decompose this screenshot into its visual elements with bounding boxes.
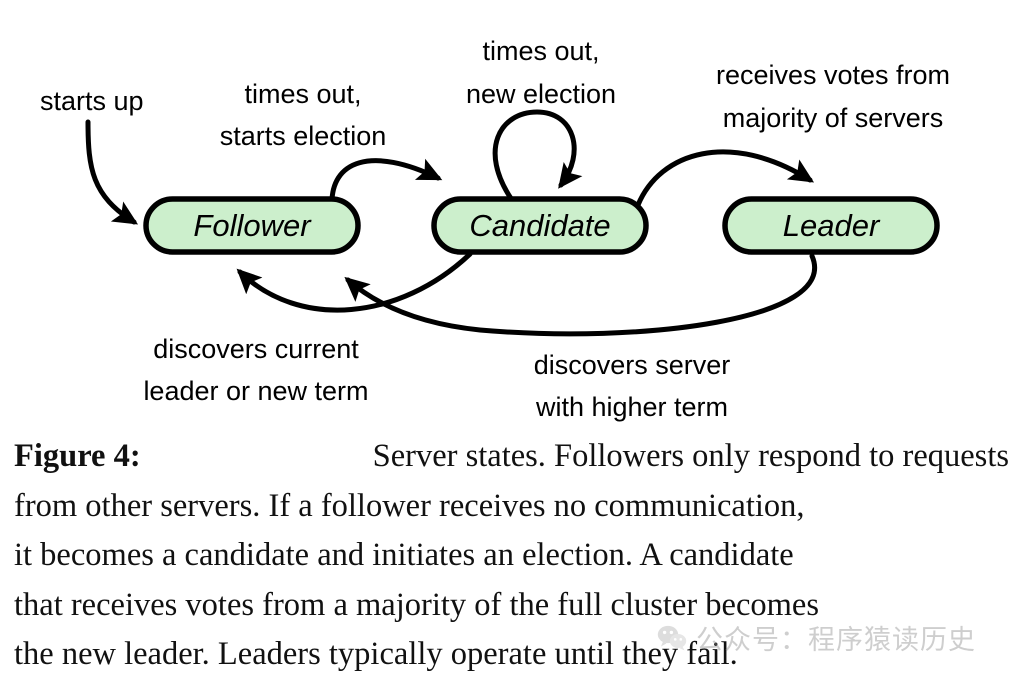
edge-candidate-self-loop [492,109,583,203]
edge-leader-to-follower [344,253,817,337]
caption-line-3: it becomes a candidate and initiates an … [14,537,794,573]
edge-starts-up [85,119,139,225]
edge-candidate-to-follower [236,251,473,313]
edge-label-times-out-new-election-line1: times out, [482,36,599,66]
edge-label-discovers-higher-term-line2: with higher term [535,392,728,422]
edge-label-discovers-current-leader-line1: discovers current [153,334,359,364]
edge-candidate-to-leader [635,149,815,208]
caption-line-1: Figure 4: Server states. Followers only r… [14,432,1009,482]
state-leader-label: Leader [783,208,881,243]
state-leader-shape [722,196,940,255]
edge-label-times-out-starts-election-line1: times out, [244,79,361,109]
edge-label-receives-votes-line1: receives votes from [716,60,950,90]
edge-label-starts-up: starts up [40,86,144,116]
edge-label-times-out-new-election-line2: new election [466,79,616,109]
caption-figure-number: Figure 4: [14,438,141,474]
caption-line-5: the new leader. Leaders typically operat… [14,636,738,672]
state-candidate-label: Candidate [469,208,610,243]
state-follower[interactable]: Follower [143,196,361,255]
state-follower-label: Follower [193,208,312,243]
state-machine-svg: Follower Candidate Leader starts up time… [40,36,950,422]
edge-label-receives-votes-line2: majority of servers [723,103,944,133]
caption-line-4: that receives votes from a majority of t… [14,586,819,623]
caption-line-1-text: Server states. Followers only respond to… [372,438,1009,474]
state-leader[interactable]: Leader [722,196,940,255]
state-candidate[interactable]: Candidate [431,196,649,255]
edge-follower-to-candidate [329,158,443,209]
caption-line-2: from other servers. If a follower receiv… [14,487,805,524]
figure-caption: Figure 4: Server states. Followers only r… [14,432,1009,680]
state-follower-shape [143,196,361,255]
edge-label-times-out-starts-election-line2: starts election [220,121,387,151]
state-candidate-shape [431,196,649,255]
edge-label-discovers-higher-term-line1: discovers server [534,350,731,380]
edge-label-discovers-current-leader-line2: leader or new term [143,376,368,406]
raft-server-states-diagram: Follower Candidate Leader starts up time… [40,36,950,422]
